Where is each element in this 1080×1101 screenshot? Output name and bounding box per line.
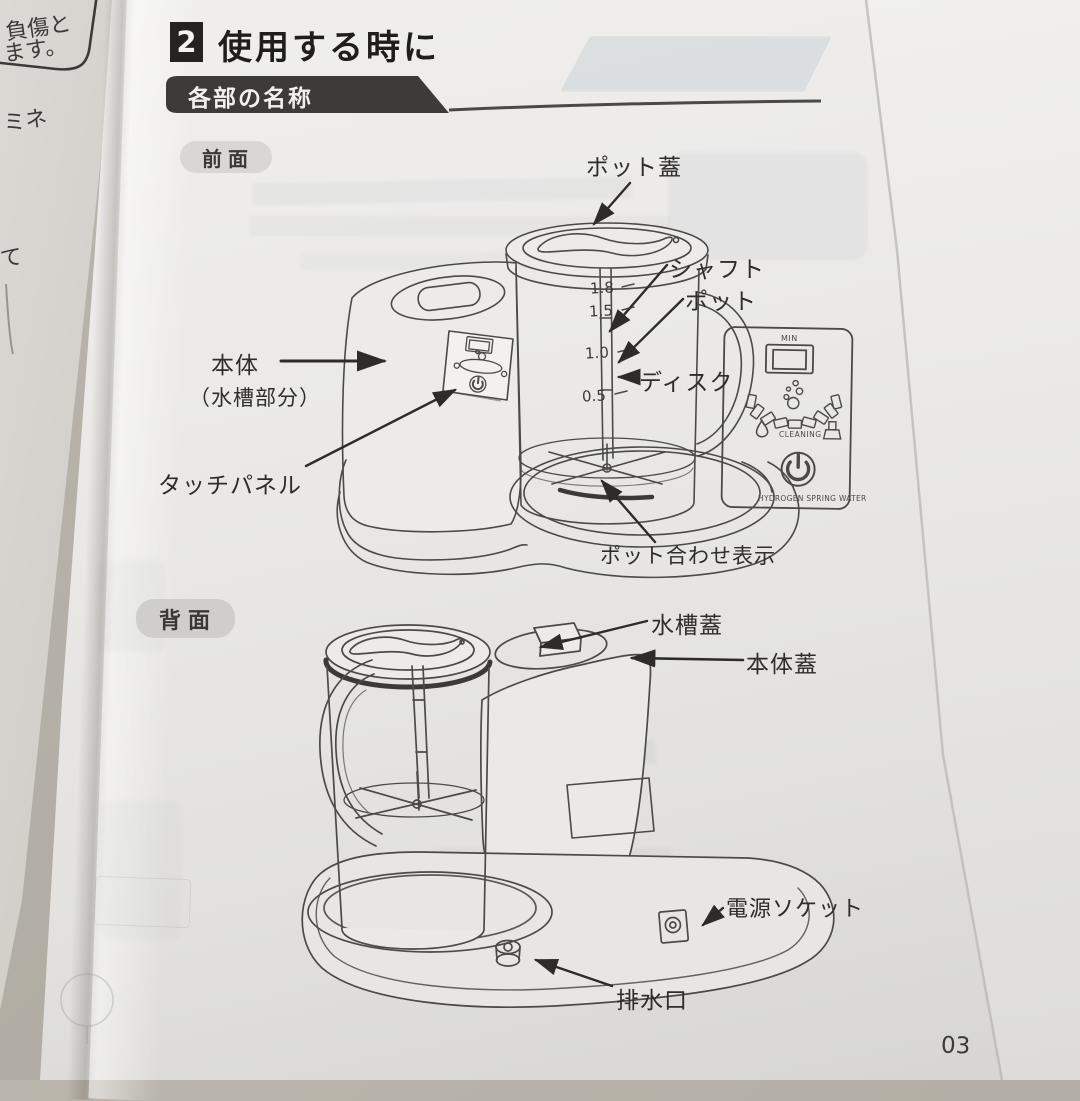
front-view-tag-text: 前面 xyxy=(202,143,254,172)
panel-brand-label: HYDROGEN SPRING WATER xyxy=(758,494,867,503)
label-pot: ポット xyxy=(685,282,757,316)
page-crease xyxy=(866,0,1002,1080)
back-view-tag-text: 背面 xyxy=(159,603,217,635)
panel-cleaning-label: CLEANING xyxy=(779,430,822,439)
back-body-outline xyxy=(481,655,651,880)
label-power-socket: 電源ソケット xyxy=(726,891,864,923)
scale-mark-1-8: 1.8 xyxy=(590,278,615,297)
label-touch-panel: タッチパネル xyxy=(158,466,302,500)
label-pot-lid: ポット蓋 xyxy=(586,148,682,182)
label-shaft: シャフト xyxy=(669,250,765,284)
back-device-drawing xyxy=(302,623,834,1007)
banner-rule-line xyxy=(449,101,821,110)
scale-mark-0-5: 0.5 xyxy=(582,386,607,405)
label-tank-lid: 水槽蓋 xyxy=(651,606,723,640)
adjacent-fragment-4: て xyxy=(0,239,24,274)
label-body-2: （水槽部分） xyxy=(189,382,321,412)
front-view-tag: 前面 xyxy=(180,141,272,173)
showthrough-icon xyxy=(61,974,113,1044)
page-number: 03 xyxy=(941,1032,971,1059)
back-view-tag: 背面 xyxy=(136,599,235,638)
back-water-line xyxy=(344,783,484,817)
banner-title: 各部の名称 xyxy=(188,79,313,113)
section-number: 2 xyxy=(176,25,196,59)
brush-icon xyxy=(824,422,841,439)
label-pot-align: ポット合わせ表示 xyxy=(600,540,776,570)
adjacent-fragment-3: ミネ xyxy=(1,100,49,138)
pot-align-mark xyxy=(560,490,652,498)
section-number-badge: 2 xyxy=(170,22,203,62)
panel-min-label: MIN xyxy=(781,334,798,343)
back-pot-handle xyxy=(320,660,382,846)
scale-mark-1-0: 1.0 xyxy=(585,343,610,362)
label-body-lid: 本体蓋 xyxy=(746,645,818,679)
back-handle-slot xyxy=(343,690,368,812)
page-title: 使用する時に xyxy=(218,20,440,69)
panel-display-inner xyxy=(773,350,806,370)
adjacent-page-line xyxy=(6,284,13,354)
showthrough-box xyxy=(94,876,191,927)
label-drain: 排水口 xyxy=(616,981,688,1015)
scale-mark-1-5: 1.5 xyxy=(589,301,614,320)
label-body-1: 本体 xyxy=(211,346,259,380)
label-disk: ディスク xyxy=(639,363,733,397)
arrow-pot-lid xyxy=(594,183,630,224)
panel-bubbles xyxy=(784,380,803,409)
